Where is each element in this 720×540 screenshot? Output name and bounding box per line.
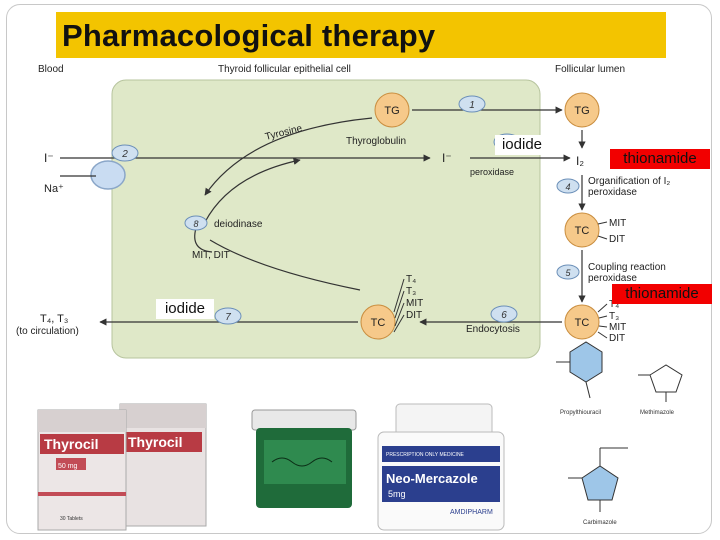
thyroglobulin-label: Thyroglobulin [346,136,406,147]
organification-label: Organification of I₂ [588,176,670,187]
step-5: 5 [565,268,571,278]
title-bar: Pharmacological therapy [56,12,666,58]
dit-lumen-label: DIT [609,234,625,245]
step-4: 4 [565,182,570,192]
step-7: 7 [225,312,231,323]
thyrocil-back-name: Thyrocil [128,434,182,450]
thionamide-overlay-top: thionamide [610,149,710,169]
tg-cell-node [374,92,410,128]
coupling-label: Coupling reaction [588,262,666,273]
methimazole-structure [638,364,683,402]
coupling-sub-label: peroxidase [588,273,637,284]
endocytosis-label: Endocytosis [466,324,520,335]
tg-cell-label: TG [384,105,399,117]
step-2: 2 [121,149,128,160]
tc-lumen-label: TC [575,225,590,237]
na-blood-label: Na⁺ [44,183,64,195]
methimazole-label: Methimazole [640,410,675,416]
t4-cell-label: T₄ [406,274,416,285]
thyrocil-box-back [119,403,207,527]
deiodinase-label: deiodinase [214,219,263,230]
nis-transporter [90,160,126,190]
mit-cell-label: MIT [406,298,423,309]
slide-frame [6,4,712,534]
i2-label: I₂ [576,154,584,168]
neo-mercazole-dose: 5mg [388,489,406,499]
region-lumen: Follicular lumen [555,64,625,75]
region-blood: Blood [38,64,64,75]
bond-ticks [393,221,608,339]
dit-lumen2-label: DIT [609,333,625,344]
iodide-blood-label: I⁻ [44,151,54,165]
tc-cell-label: TC [371,317,386,329]
step-6: 6 [501,310,507,321]
green-bottle [251,409,357,508]
tg-lumen-label: TG [574,105,589,117]
step-8: 8 [193,219,198,229]
t3-cell-label: T₃ [406,286,416,297]
neo-mercazole-maker: AMDIPHARM [450,509,493,516]
iodide-overlay-top: iodide [495,135,549,155]
tg-lumen-node [564,92,600,128]
neo-mercazole-bottle [377,403,505,531]
tc-lumen-node [564,212,600,248]
mit-lumen-label: MIT [609,218,626,229]
tc-cell-node [360,304,396,340]
carbimazole-structure [568,447,628,512]
thyrocil-pack: 30 Tablets [60,516,83,522]
neo-prescription-label: PRESCRIPTION ONLY MEDICINE [386,452,465,458]
region-cell: Thyroid follicular epithelial cell [218,64,351,75]
thyrocil-front-name: Thyrocil [44,436,98,452]
step-1: 1 [469,100,475,111]
thyrocil-dose: 50 mg [58,463,78,470]
to-circulation-label: (to circulation) [16,326,79,337]
t3-lumen-label: T₃ [609,311,619,322]
ptu-structure [556,341,603,399]
iodide-cell-label: I⁻ [442,151,452,165]
tc-lumen-coupled-node [564,304,600,340]
carbimazole-label: Carbimazole [583,520,617,526]
thyrocil-box-front [37,409,127,531]
organification-sub-label: peroxidase [588,187,637,198]
ptu-label: Propylthiouracil [560,410,601,416]
mit-dit-cell-label: MIT, DIT [192,250,230,261]
peroxidase-label: peroxidase [470,167,514,177]
mit-lumen2-label: MIT [609,322,626,333]
page-title: Pharmacological therapy [62,18,436,53]
t4-lumen-label: T₄ [609,299,619,310]
epithelial-cell [111,79,541,359]
thionamide-overlay-bottom: thionamide [612,284,712,304]
tc-lumen-coupled-label: TC [575,317,590,329]
t4t3-blood-label: T₄, T₃ [40,313,68,325]
iodide-overlay-left: iodide [156,299,214,319]
dit-cell-label: DIT [406,310,422,321]
neo-mercazole-name: Neo-Mercazole [386,471,478,486]
